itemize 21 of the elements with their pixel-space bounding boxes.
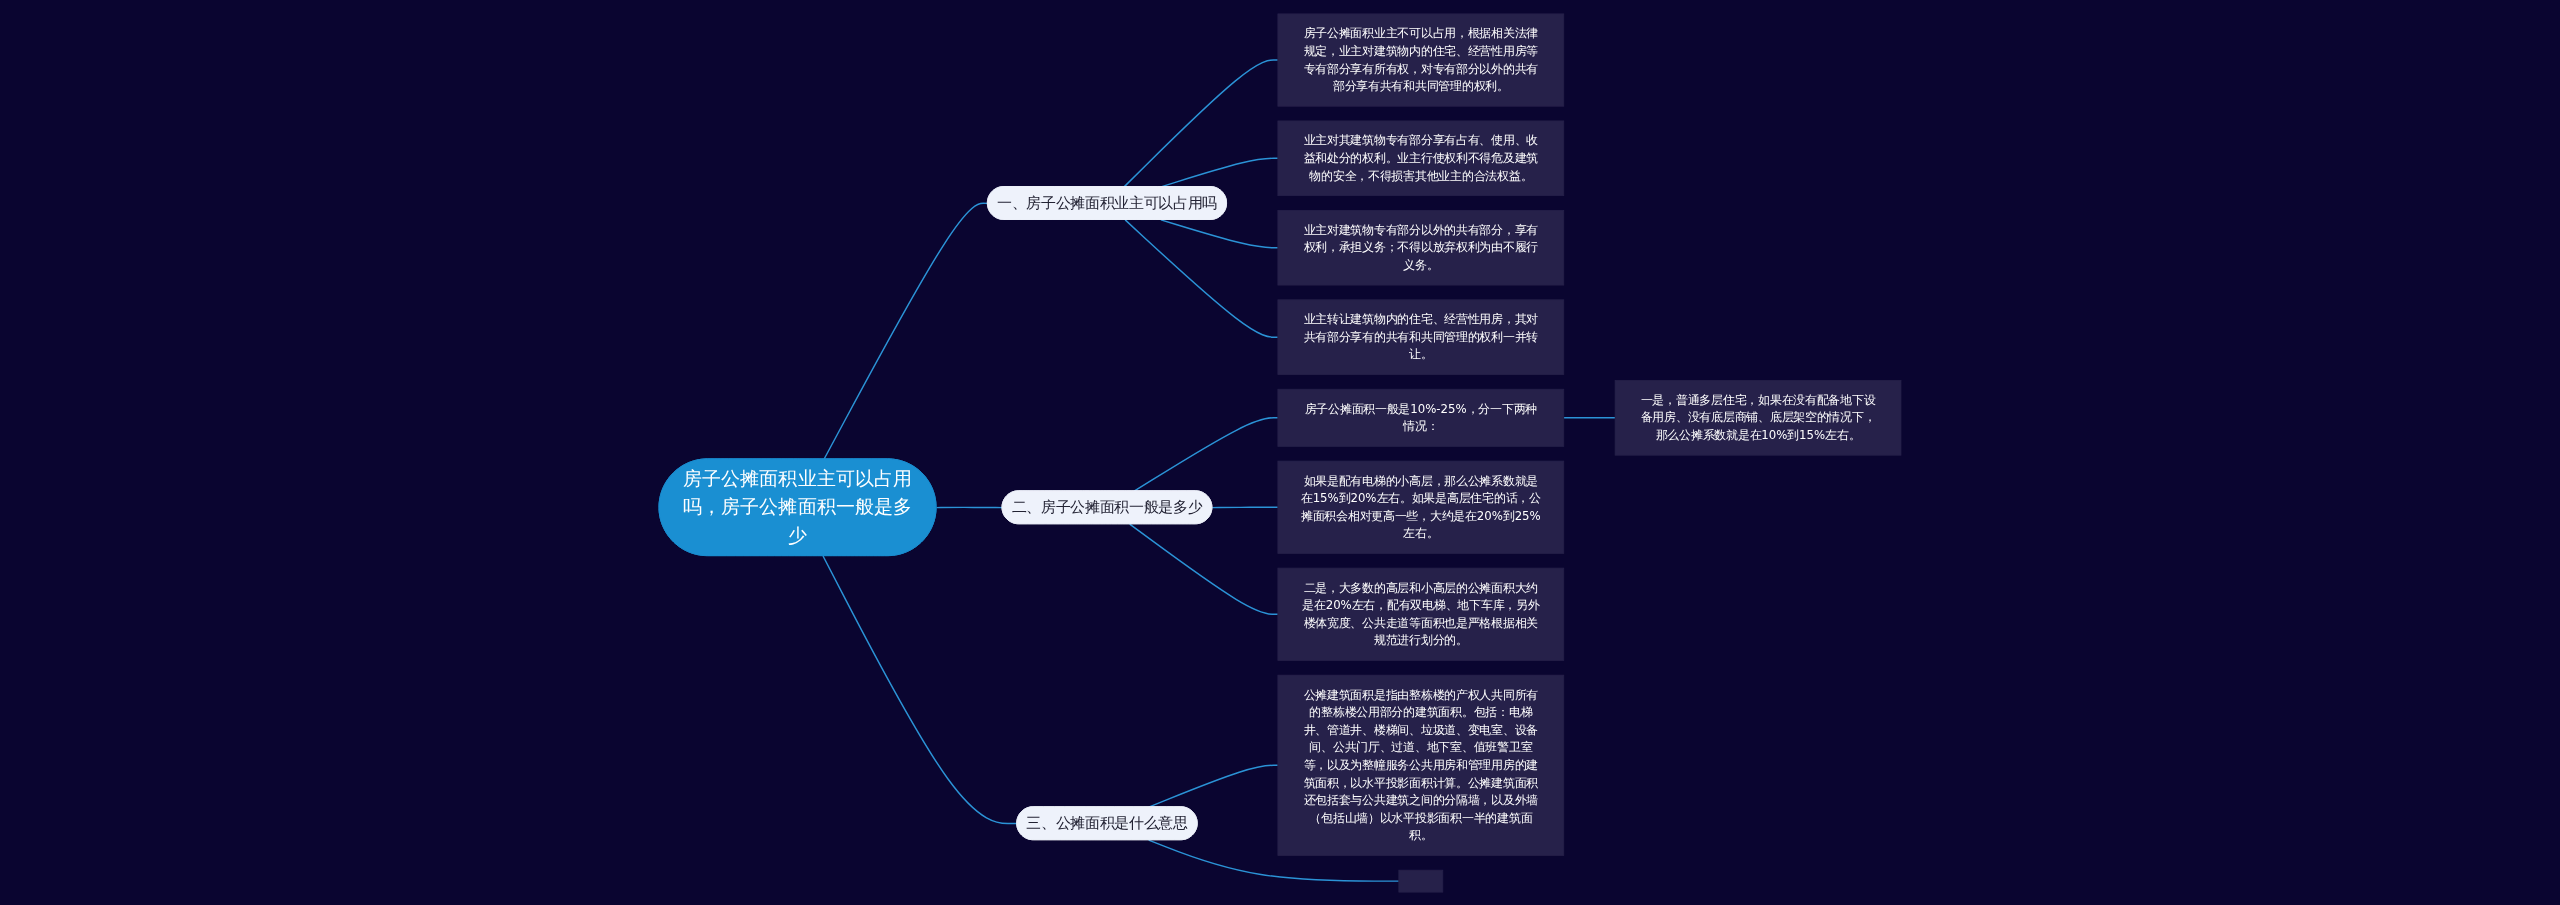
node-box: 房子公摊面积业主不可以占用，根据相关法律规定，业主对建筑物内的住宅、经营性用房等专有部分享有所有权，对专有部分以外的共有部分享有共有和共同管理的权利。 xyxy=(1277,13,1565,107)
connector xyxy=(822,554,1018,824)
connector xyxy=(1128,522,1279,615)
connector xyxy=(1160,218,1279,248)
connector xyxy=(1124,218,1279,338)
node-box: 业主转让建筑物内的住宅、经营性用房，其对共有部分享有的共有和共同管理的权利一并转让。 xyxy=(1277,298,1565,375)
connector xyxy=(935,506,1004,508)
connector xyxy=(1123,58,1279,188)
node-box: 如果是配有电梯的小高层，那么公摊系数就是在15%到20%左右。如果是高层住宅的话，公摊面积会相对更高一些，大约是在20%到25%左右。 xyxy=(1277,460,1565,554)
connector xyxy=(1133,416,1279,492)
node-box: 房子公摊面积一般是10%-25%，分一下两种情况： xyxy=(1277,388,1565,447)
node-box xyxy=(1398,869,1444,892)
node-box: 业主对建筑物专有部分以外的共有部分，享有权利，承担义务；不得以放弃权利为由不履行义务。 xyxy=(1277,209,1565,285)
connector xyxy=(823,202,989,460)
connector xyxy=(1563,416,1616,419)
node-box: 二是，大多数的高层和小高层的公摊面积大约是在20%左右，配有双电梯、地下车库，另外楼体宽度、公共走道等面积也是严格根据相关规范进行划分的。 xyxy=(1277,567,1565,661)
connector xyxy=(1147,838,1400,882)
node-box: 公摊建筑面积是指由整栋楼的产权人共同所有的整栋楼公用部分的建筑面积。包括：电梯井、管道井、楼梯间、垃圾道、变电室、设备间、公共门厅、过道、地下室、值班警卫室等，以及为整幢服务公共用房和管理用房的建筑面积，以水平投影面积计算。公摊建筑面积还包括套与公共建筑之间的分隔墙，以及外墙（包括山墙）以水平投影面积一半的建筑面积。 xyxy=(1277,674,1565,856)
node-box: 业主对其建筑物专有部分享有占有、使用、收益和处分的权利。业主行使权利不得危及建筑物的安全，不得损害其他业主的合法权益。 xyxy=(1277,120,1565,196)
node-box: 一是，普通多层住宅，如果在没有配备地下设备用房、没有底层商铺、底层架空的情况下，那么公摊系数就是在10%到15%左右。 xyxy=(1614,379,1902,456)
connector xyxy=(1211,506,1279,508)
